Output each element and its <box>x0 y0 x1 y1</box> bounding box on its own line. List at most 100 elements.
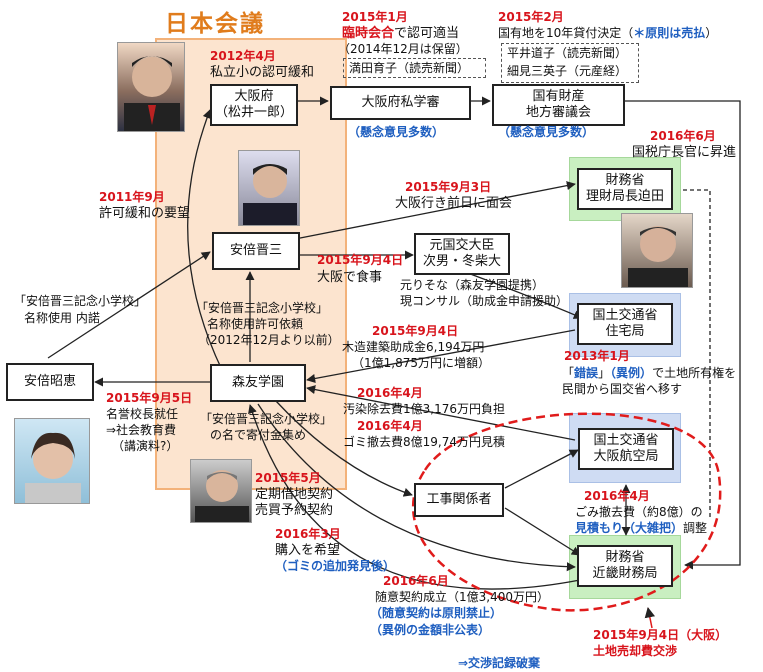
node-kokko-jikan-line1: 元国交大臣 <box>429 238 495 253</box>
label-gomi-hakken: （ゴミの追加発見後） <box>275 559 396 573</box>
label-koenryo: （講演料?） <box>112 439 179 453</box>
label-kokuzei: 国税庁長官に昇進 <box>632 145 737 160</box>
node-koji-label: 工事関係者 <box>426 492 492 507</box>
arrow-moritomo-kinki <box>257 403 576 572</box>
node-kokuyu-line2: 地方審議会 <box>525 105 591 120</box>
node-kokko-jutaku-line2: 住宅局 <box>605 324 645 339</box>
label-2015-09-04b: 2015年9月4日 <box>372 324 459 338</box>
label-gomi-tekkyo: ごみ撤去費（約8億）の <box>575 505 703 519</box>
node-kinki-line1: 財務省 <box>605 550 645 565</box>
node-moritomo: 森友学園 <box>210 364 306 402</box>
portrait-matsui <box>117 42 185 132</box>
label-sakugo-close: 」 <box>598 366 611 380</box>
label-2012-04: 2012年4月 <box>210 49 276 63</box>
node-zaimu-rizai-line1: 財務省 <box>605 173 645 188</box>
label-tochi-kosho: 土地売却費交渉 <box>593 644 678 658</box>
label-menkai: 大阪行き前日に面会 <box>395 196 513 211</box>
label-irai-3: （2012年12月より以前） <box>198 333 340 347</box>
node-abe-akie: 安倍昭恵 <box>6 363 94 401</box>
label-kifu-1: 「安倍晋三記念小学校」 <box>200 412 333 426</box>
label-2011-09: 2011年9月 <box>99 190 165 204</box>
label-ninka-tekito: で認可適当 <box>394 26 460 41</box>
label-mitsumori-line: 見積もり（大雑把）調整 <box>575 521 707 536</box>
node-osaka-fu-line2: （松井一郎） <box>214 105 293 120</box>
label-2015-05: 2015年5月 <box>255 471 321 485</box>
node-kinki-line2: 近畿財務局 <box>592 566 658 581</box>
label-reigai: （異例） <box>610 366 653 380</box>
hirai-hosomi-box <box>501 43 639 83</box>
label-ninka-kanwa: 私立小の認可緩和 <box>210 65 315 80</box>
arrow-kinki-moritomo <box>248 404 581 590</box>
node-kokuyu-line1: 国有財産 <box>532 89 585 104</box>
portrait-abe-shinzo <box>238 150 300 226</box>
node-abe-akie-label: 安倍昭恵 <box>23 374 76 389</box>
portrait-sakoda <box>621 213 693 288</box>
label-2015-01: 2015年1月 <box>342 10 408 24</box>
label-2016-04a: 2016年4月 <box>357 386 423 400</box>
nippon-kaigi-title: 日本会議 <box>165 11 265 37</box>
node-kokko-jikan: 元国交大臣 次男・冬柴大 <box>414 233 510 275</box>
label-konyu: 購入を希望 <box>275 543 341 558</box>
label-naidaku-1: 「安倍晋三記念小学校」 <box>14 294 147 308</box>
arrow-fuyushiba-jutaku <box>464 271 583 319</box>
label-hosomi: 細見三英子（元産経） <box>507 64 628 78</box>
arrow-moritomo-osaka <box>187 109 223 371</box>
node-koji: 工事関係者 <box>414 483 504 517</box>
negotiation-boundary <box>412 412 722 612</box>
node-moritomo-label: 森友学園 <box>231 375 284 390</box>
label-kokuyu-line: 国有地を10年貸付決定（＊原則は売払） <box>498 26 717 41</box>
node-kokko-jikan-line2: 次男・冬柴大 <box>422 254 501 269</box>
node-zaimu-rizai: 財務省 理財局長迫田 <box>577 168 673 210</box>
node-kokko-jutaku-line1: 国土交通省 <box>592 308 658 323</box>
label-sakugo-line: 「錯誤」（異例）で土地所有権を <box>562 366 736 381</box>
node-shingikai: 大阪府私学審 <box>330 86 471 120</box>
label-iko-2: 民間から国交省へ移す <box>562 382 683 396</box>
label-gomi-mitsumori: ゴミ撤去費8億19,74万円見積 <box>343 435 505 449</box>
label-2016-06a: 2016年6月 <box>650 129 716 143</box>
label-josei-1: 木造建築助成金6,194万円 <box>342 340 485 354</box>
label-baibai: 売買予約契約 <box>255 503 334 518</box>
label-iko-1: で土地所有権を <box>652 366 737 380</box>
label-sakugo: 錯誤 <box>574 366 599 380</box>
rizai-dashed-link <box>683 189 711 520</box>
node-kokko-koku-line1: 国土交通省 <box>593 433 659 448</box>
label-josei-2: （1億1,875万円に増額） <box>352 356 490 370</box>
label-kokuyu-kettei: 国有地を10年貸付決定（ <box>498 26 634 40</box>
label-rinji: 臨時会合 <box>342 26 395 41</box>
label-irai-2: 名称使用許可依頼 <box>207 317 304 331</box>
arrow-jutaku-moritomo <box>306 329 576 383</box>
label-zuii: 随意契約成立（1億3,400万円） <box>375 590 549 604</box>
label-chosei: 調整 <box>683 521 708 535</box>
portrait-kagoike <box>190 459 252 523</box>
node-zaimu-rizai-line2: 理財局長迫田 <box>585 189 664 204</box>
node-kokko-jutaku: 国土交通省 住宅局 <box>577 303 673 345</box>
label-mitsumori-ozappa: 見積もり（大雑把） <box>575 521 684 535</box>
label-hirai: 平井道子（読売新聞） <box>507 46 628 60</box>
arrow-kokuyu-kinki <box>625 100 741 570</box>
node-abe-shinzo: 安倍晋三 <box>212 232 300 270</box>
node-kokuyu: 国有財産 地方審議会 <box>492 84 625 126</box>
label-zuii-kinshi: （随意契約は原則禁止） <box>370 606 503 620</box>
node-osaka-fu: 大阪府 （松井一郎） <box>210 84 298 126</box>
arrow-abe-rizai <box>289 181 576 241</box>
portrait-abe-akie <box>14 418 90 504</box>
label-teiki: 定期借地契約 <box>255 487 334 502</box>
label-2016-04c: 2016年4月 <box>584 489 650 503</box>
label-rinji-line: 臨時会合で認可適当 <box>342 26 459 41</box>
label-kifu-2: の名で寄付金集め <box>210 428 307 442</box>
node-kokko-koku-line2: 大阪航空局 <box>593 449 659 464</box>
label-shakai: ⇒社会教育費 <box>106 423 177 437</box>
label-naidaku-2: 名称使用 内諾 <box>24 311 100 325</box>
label-2015-09-04a: 2015年9月4日 <box>317 253 404 267</box>
arrow-koji-koku <box>504 449 579 489</box>
arrow-koku-moritomo <box>306 385 576 441</box>
label-2013-01: 2013年1月 <box>564 349 630 363</box>
arrow-akie-abe <box>47 251 211 359</box>
label-2016-03: 2016年3月 <box>275 527 341 541</box>
label-mitsuda: 満田育子（読売新聞） <box>349 61 470 75</box>
label-osen: 汚染除去費1億3,176万円負担 <box>343 402 505 416</box>
negotiation-pointer <box>644 606 656 629</box>
label-2015-09-04c: 2015年9月4日（大阪） <box>593 628 728 642</box>
mitsuda-box <box>343 58 486 78</box>
